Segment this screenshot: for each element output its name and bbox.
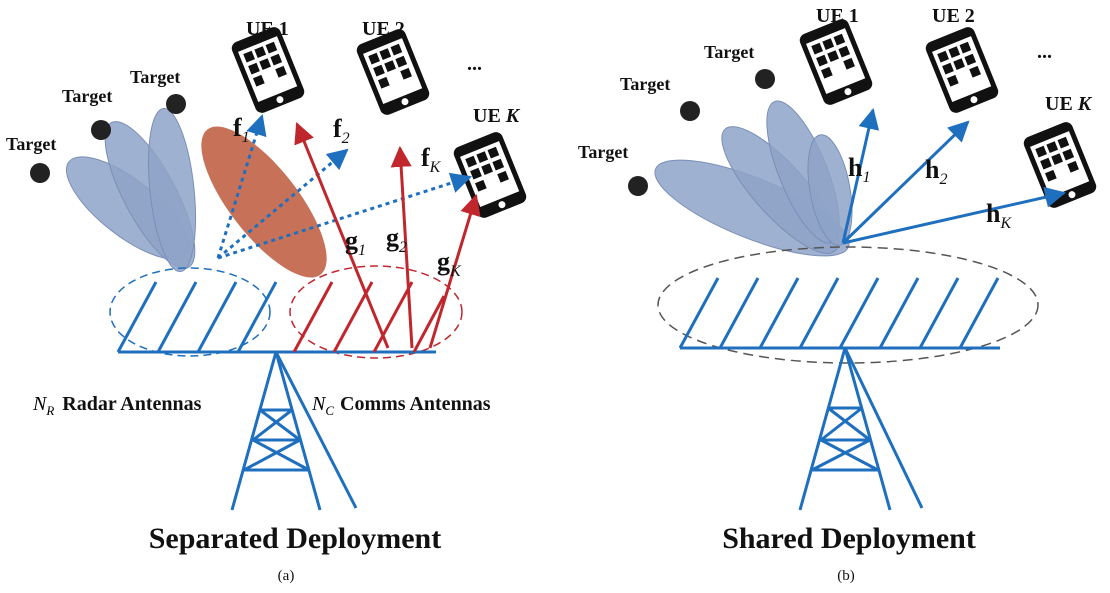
target-dot-b2 — [680, 101, 700, 121]
target-dot-1 — [30, 163, 50, 183]
vector-hk: hK — [986, 199, 1012, 232]
panel-b-caption: (b) — [837, 568, 855, 584]
target-label-3: Target — [130, 67, 180, 87]
vector-gk: gK — [437, 247, 462, 280]
target-label-1: Target — [6, 134, 56, 154]
target-label-b3: Target — [704, 42, 754, 62]
ue-1-label: UE 1 — [246, 18, 289, 40]
radar-antenna-group-outline — [109, 267, 271, 357]
shared-antenna-array — [678, 277, 1000, 350]
panel-a-caption: (a) — [278, 568, 295, 584]
ue-bk-label: UE K — [1045, 93, 1093, 115]
vector-fk: fK — [421, 143, 442, 176]
vector-g1: g1 — [345, 226, 366, 259]
comm-precoder-arrows — [294, 122, 481, 349]
ue-2-phone-icon — [354, 27, 432, 117]
ue-b2-phone-icon — [923, 25, 1001, 115]
vector-f1: f1 — [233, 113, 250, 146]
target-label-b1: Target — [578, 142, 628, 162]
ue-b1-label: UE 1 — [816, 5, 859, 27]
panel-b-shared: Target Target Target UE 1 UE 2 ... UE K … — [578, 5, 1099, 584]
radar-precoder-arrows — [216, 113, 472, 260]
target-dot-2 — [91, 120, 111, 140]
panel-a-title: Separated Deployment — [149, 522, 441, 555]
comms-antenna-group-outline — [289, 265, 463, 359]
channel-arrows — [841, 107, 1067, 245]
ue-k-phone-icon — [451, 130, 529, 220]
target-dot-b1 — [628, 176, 648, 196]
vector-h2: h2 — [925, 155, 947, 188]
target-dot-3 — [166, 94, 186, 114]
ellipsis: ... — [467, 53, 482, 75]
target-dot-b3 — [755, 69, 775, 89]
ue-bk-phone-icon — [1021, 120, 1099, 210]
ue-k-label: UE K — [473, 105, 521, 127]
target-label-b2: Target — [620, 74, 670, 94]
ue-b2-label: UE 2 — [932, 5, 975, 27]
ue-b1-phone-icon — [797, 17, 875, 107]
base-station-tower-icon-b — [798, 347, 924, 511]
panel-b-title: Shared Deployment — [722, 522, 976, 555]
target-label-2: Target — [62, 86, 112, 106]
vector-f2: f2 — [333, 114, 350, 147]
panel-a-separated: Target Target Target UE 1 UE 2 ... UE K … — [6, 18, 529, 584]
shared-antenna-group-outline — [657, 246, 1039, 364]
antenna-array — [116, 281, 446, 354]
shared-beam-lobes — [654, 100, 853, 257]
comm-beam-lobe — [201, 126, 327, 278]
radar-beam-lobes — [65, 107, 196, 273]
ellipsis-b: ... — [1037, 41, 1052, 63]
vector-h1: h1 — [848, 153, 870, 186]
ue-2-label: UE 2 — [362, 18, 405, 40]
vector-g2: g2 — [386, 223, 407, 256]
base-station-tower-icon — [230, 351, 358, 511]
